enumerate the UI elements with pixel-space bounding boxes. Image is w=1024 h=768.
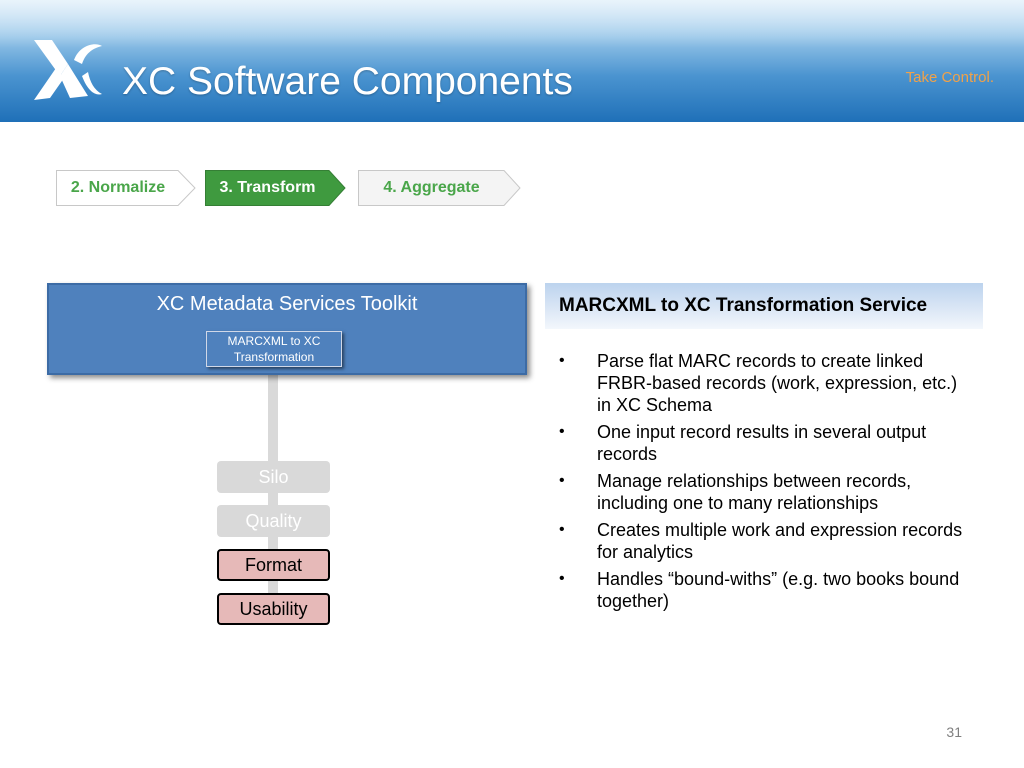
chevron-shape	[358, 170, 521, 206]
bullet-text: Creates multiple work and expression rec…	[597, 520, 963, 562]
list-item: • One input record results in several out…	[555, 421, 975, 465]
toolkit-box: XC Metadata Services Toolkit	[47, 283, 527, 375]
toolkit-title: XC Metadata Services Toolkit	[156, 293, 418, 315]
stage-usability[interactable]: Usability	[217, 593, 330, 625]
tagline: Take Control.	[905, 69, 994, 86]
bullet-text: Parse flat MARC records to create linked…	[597, 351, 958, 415]
panel-heading-text: MARCXML to XC Transformation Service	[559, 295, 928, 316]
xc-logo-icon	[34, 40, 102, 100]
step-label: 2. Normalize	[70, 179, 166, 196]
bullet-icon: •	[559, 570, 565, 587]
list-item: • Parse flat MARC records to create linke…	[555, 350, 975, 416]
bullet-icon: •	[559, 472, 565, 489]
title-banner: XC Software Components Take Control.	[0, 0, 1024, 122]
step-normalize[interactable]: 2. Normalize	[56, 170, 196, 206]
step-aggregate[interactable]: 4. Aggregate	[358, 170, 521, 206]
step-label: 4. Aggregate	[383, 179, 480, 196]
list-item: • Manage relationships between records, i…	[555, 470, 975, 514]
bullet-icon: •	[559, 352, 565, 369]
bullet-icon: •	[559, 521, 565, 538]
service-box[interactable]: MARCXML to XC Transformation	[206, 331, 342, 367]
step-label: 3. Transform	[219, 179, 316, 196]
bullet-text: One input record results in several outp…	[597, 422, 927, 464]
panel-heading: MARCXML to XC Transformation Service	[545, 283, 983, 329]
bullet-text: Handles “bound-withs” (e.g. two books bo…	[597, 569, 960, 611]
list-item: • Creates multiple work and expression re…	[555, 519, 975, 563]
bullet-text: Manage relationships between records, in…	[597, 471, 912, 513]
chevron-shape	[205, 170, 346, 206]
chevron-shape	[56, 170, 196, 206]
step-transform[interactable]: 3. Transform	[205, 170, 346, 206]
stage-silo[interactable]: Silo	[217, 461, 330, 493]
page-title: XC Software Components	[122, 60, 573, 103]
list-item: • Handles “bound-withs” (e.g. two books b…	[555, 568, 975, 612]
page-number: 31	[946, 724, 962, 740]
stage-quality[interactable]: Quality	[217, 505, 330, 537]
stage-format[interactable]: Format	[217, 549, 330, 581]
banner-sheen	[0, 0, 1024, 48]
bullet-list: • Parse flat MARC records to create linke…	[555, 350, 975, 617]
bullet-icon: •	[559, 423, 565, 440]
